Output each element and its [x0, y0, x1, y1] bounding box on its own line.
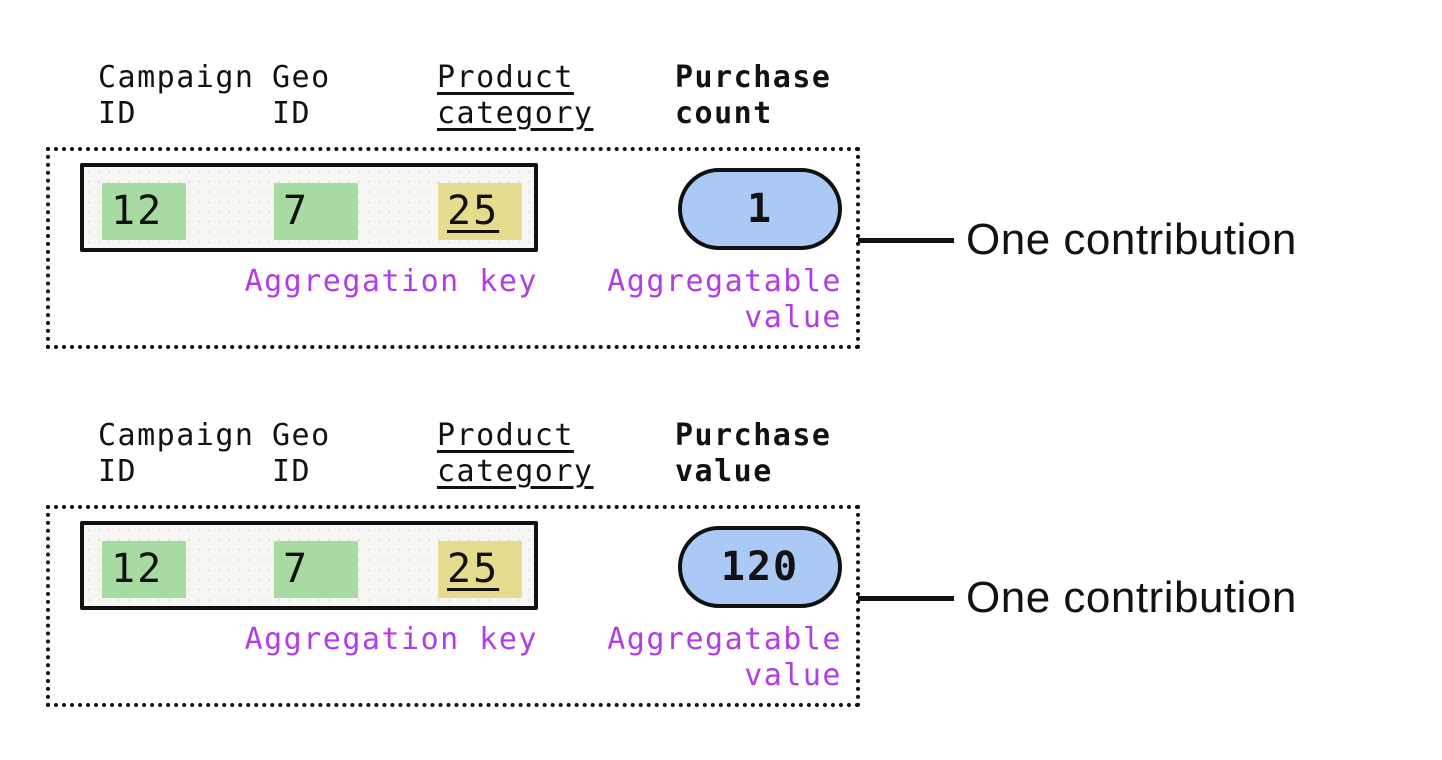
contribution-boundary	[46, 147, 860, 349]
product-category-cell: 25	[438, 541, 522, 598]
geo-id-cell: 7	[274, 541, 358, 598]
campaign-id-cell: 12	[102, 183, 186, 240]
one-contribution-label: One contribution	[966, 573, 1297, 622]
column-header-purchase-count: Purchase count	[675, 60, 832, 131]
contribution-boundary	[46, 505, 860, 707]
aggregation-key-label: Aggregation key	[244, 622, 538, 657]
product-category-value: 25	[447, 546, 500, 592]
column-header-product-category: Product category	[437, 60, 594, 131]
column-header-purchase-value: Purchase value	[675, 418, 832, 489]
contribution-example-purchase-count: Campaign ID Geo ID Product category Purc…	[0, 0, 1442, 360]
column-header-geo-id: Geo ID	[272, 418, 331, 489]
aggregatable-value-label: Aggregatable value	[607, 622, 842, 693]
one-contribution-label: One contribution	[966, 215, 1297, 264]
column-header-product-category: Product category	[437, 418, 594, 489]
aggregation-key-label: Aggregation key	[244, 264, 538, 299]
contribution-example-purchase-value: Campaign ID Geo ID Product category Purc…	[0, 358, 1442, 718]
column-header-campaign-id: Campaign ID	[98, 60, 255, 131]
product-category-cell: 25	[438, 183, 522, 240]
column-header-geo-id: Geo ID	[272, 60, 331, 131]
geo-id-cell: 7	[274, 183, 358, 240]
connector-line	[858, 238, 954, 243]
connector-line	[858, 596, 954, 601]
aggregatable-value-label: Aggregatable value	[607, 264, 842, 335]
aggregatable-value-pill: 120	[678, 526, 842, 608]
campaign-id-cell: 12	[102, 541, 186, 598]
aggregatable-value-pill: 1	[678, 168, 842, 250]
product-category-value: 25	[447, 188, 500, 234]
column-header-campaign-id: Campaign ID	[98, 418, 255, 489]
